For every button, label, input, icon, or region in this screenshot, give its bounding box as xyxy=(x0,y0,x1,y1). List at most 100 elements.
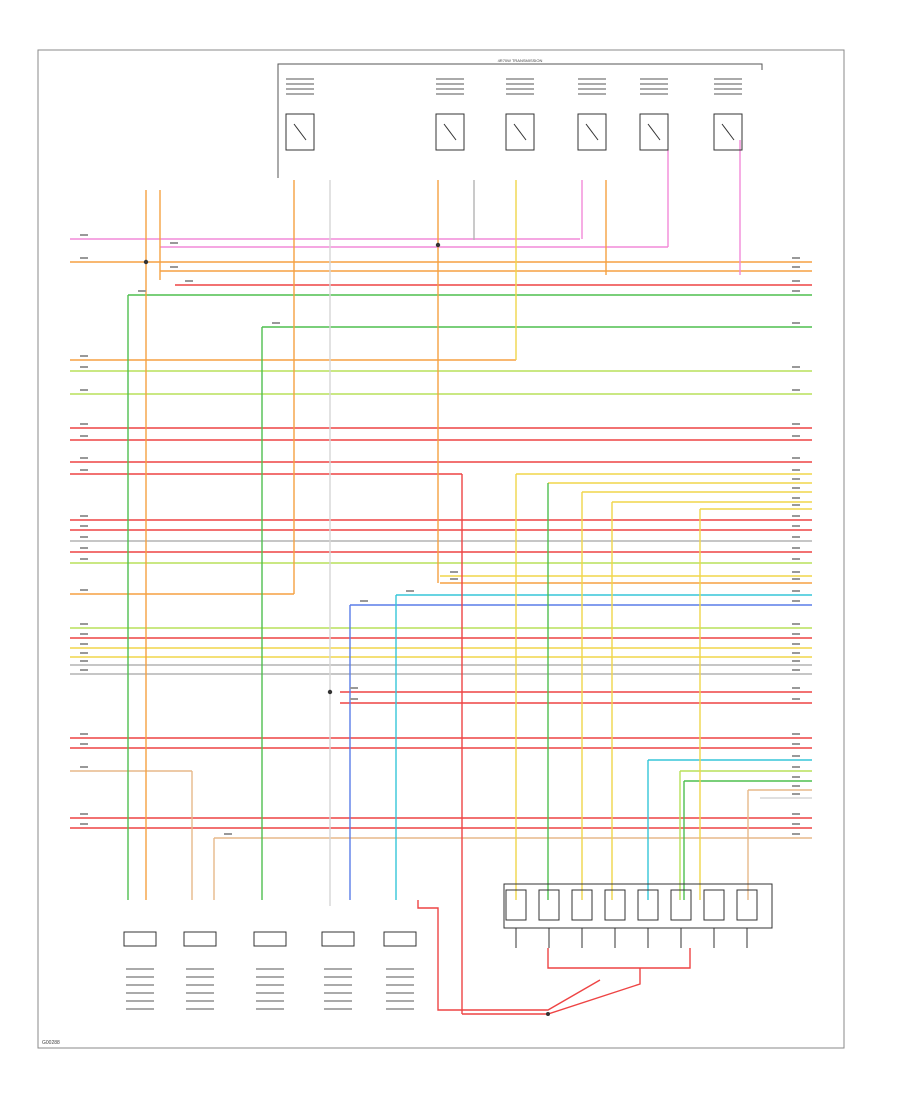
pcm-pin xyxy=(505,889,527,921)
wire-label-right xyxy=(792,776,800,778)
component-label-text xyxy=(578,78,606,80)
pcm-pin xyxy=(604,889,626,921)
wire-label-left xyxy=(80,733,88,735)
bottom-label-text xyxy=(126,992,154,994)
wire-label-left xyxy=(350,687,358,689)
component-label-text xyxy=(640,78,668,80)
bottom-label-text xyxy=(386,984,414,986)
wire-label-left xyxy=(80,457,88,459)
wire-label-right xyxy=(792,571,800,573)
bottom-connector xyxy=(321,931,355,947)
bottom-label-text xyxy=(186,1000,214,1002)
component-layer xyxy=(123,113,773,1016)
wire-label-left xyxy=(80,536,88,538)
component-label-text xyxy=(286,93,314,95)
wire-label-left xyxy=(80,643,88,645)
bottom-connector xyxy=(383,931,417,947)
component-box xyxy=(713,113,743,151)
wire-label-right xyxy=(792,280,800,282)
wire-label-left xyxy=(360,600,368,602)
pcm-pin xyxy=(637,889,659,921)
bottom-label-text xyxy=(186,968,214,970)
component-symbol xyxy=(647,123,661,141)
wire-label-left xyxy=(80,558,88,560)
wire-label-right xyxy=(792,423,800,425)
wire-label-left xyxy=(224,833,232,835)
component-box xyxy=(285,113,315,151)
wire-label-right xyxy=(792,813,800,815)
wire-layer xyxy=(70,140,812,1015)
component-label-text xyxy=(714,83,742,85)
wire-label-left xyxy=(80,669,88,671)
bottom-label-text xyxy=(126,1008,154,1010)
bottom-label-text xyxy=(324,976,352,978)
wire-label-left xyxy=(450,578,458,580)
wire-label-left xyxy=(450,571,458,573)
bottom-label-text xyxy=(324,984,352,986)
wire-label-left xyxy=(80,435,88,437)
wire-label-right xyxy=(792,478,800,480)
wire-label-left xyxy=(80,355,88,357)
wire-label-left xyxy=(350,698,358,700)
wire-label-right xyxy=(792,643,800,645)
pcm-pin xyxy=(670,889,692,921)
component-label-text xyxy=(506,83,534,85)
bottom-label-text xyxy=(126,976,154,978)
pcm-pin xyxy=(538,889,560,921)
wire-label-left xyxy=(406,590,414,592)
bottom-label-text xyxy=(256,1000,284,1002)
component-label-text xyxy=(640,83,668,85)
component-label-text xyxy=(286,83,314,85)
wire-label-right xyxy=(792,322,800,324)
bottom-label-text xyxy=(186,976,214,978)
wire-label-right xyxy=(792,525,800,527)
wire-label-right xyxy=(792,590,800,592)
bottom-label-text xyxy=(386,992,414,994)
transmission-header: 4R70W TRANSMISSION xyxy=(498,58,543,63)
wire-label-left xyxy=(80,515,88,517)
component-label-text xyxy=(578,88,606,90)
component-box xyxy=(435,113,465,151)
wire-label-right xyxy=(792,469,800,471)
diagram-frame xyxy=(37,49,845,1049)
wire-label-right xyxy=(792,743,800,745)
wire-label-right xyxy=(792,457,800,459)
bottom-label-text xyxy=(386,1008,414,1010)
wire-label-right xyxy=(792,497,800,499)
wire-label-right xyxy=(792,652,800,654)
wire-label-right xyxy=(792,257,800,259)
ground-splice xyxy=(546,1012,550,1016)
wire-label-right xyxy=(792,793,800,795)
wire-label-right xyxy=(792,389,800,391)
splice-point xyxy=(435,242,441,248)
wire-label-right xyxy=(792,536,800,538)
bottom-connector xyxy=(183,931,217,947)
wire-label-left xyxy=(185,280,193,282)
wire-label-right xyxy=(792,290,800,292)
component-label-text xyxy=(436,93,464,95)
bottom-connector xyxy=(253,931,287,947)
wire-label-left xyxy=(272,322,280,324)
component-symbol xyxy=(513,123,527,141)
wire-label-right xyxy=(792,766,800,768)
footer-code: G00288 xyxy=(42,1040,60,1046)
wire-label-left xyxy=(80,234,88,236)
bottom-label-text xyxy=(256,968,284,970)
wire-label-right xyxy=(792,698,800,700)
wire-label-left xyxy=(170,266,178,268)
wire-label-left xyxy=(138,290,146,292)
wire-label-right xyxy=(792,515,800,517)
wire-label-right xyxy=(792,669,800,671)
wire-label-right xyxy=(792,600,800,602)
wire-label-left xyxy=(170,242,178,244)
component-label-text xyxy=(436,88,464,90)
splice-point xyxy=(143,259,149,265)
component-label-text xyxy=(506,93,534,95)
bottom-label-text xyxy=(324,992,352,994)
bottom-label-text xyxy=(126,968,154,970)
wire-label-right xyxy=(792,578,800,580)
ground-wire xyxy=(547,948,691,969)
wire-label-right xyxy=(792,755,800,757)
wire-label-right xyxy=(792,266,800,268)
